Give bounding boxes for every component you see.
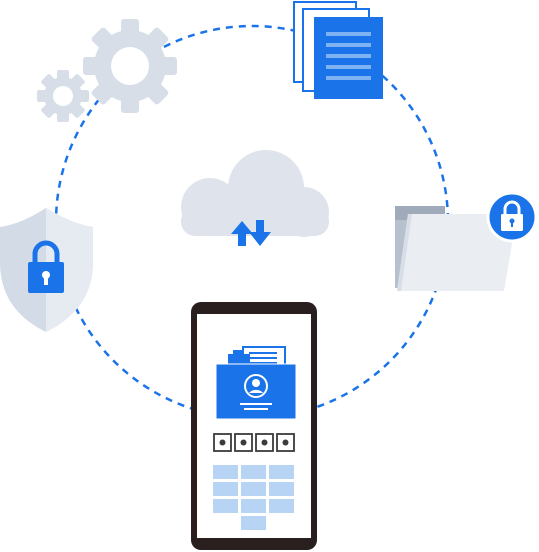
pin-entry-field [213, 433, 295, 452]
locked-folder-icon [395, 191, 538, 291]
document-lines [326, 32, 371, 80]
shield-lock-icon [0, 208, 93, 332]
upload-arrow-icon [231, 221, 253, 246]
large-gear [83, 19, 177, 113]
document-stack-icon [293, 1, 383, 99]
user-folder-icon [215, 346, 297, 420]
lock-badge-icon [486, 191, 538, 243]
gears-icon [37, 19, 177, 122]
keypad [213, 465, 294, 530]
download-arrow-icon [249, 220, 271, 246]
cloud-sync-icon [181, 150, 329, 246]
small-gear [37, 70, 89, 122]
smartphone-icon [191, 302, 317, 550]
